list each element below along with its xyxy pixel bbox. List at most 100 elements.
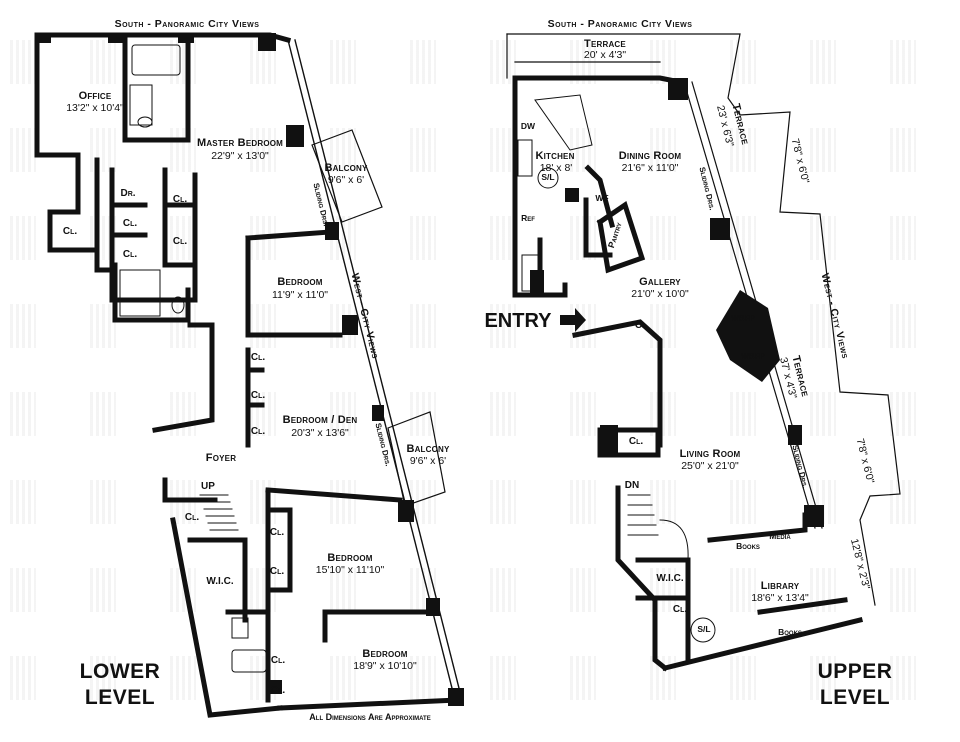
watermark-tile bbox=[810, 656, 836, 700]
upper-gallery-dim: 21'0" x 10'0" bbox=[631, 288, 689, 300]
upper-entry-label: ENTRY bbox=[484, 310, 552, 332]
lower-level-walls bbox=[34, 32, 435, 718]
watermark-tile bbox=[170, 128, 196, 172]
upper-dining-dim: 21'6" x 11'0" bbox=[621, 162, 679, 174]
upper-dw: DW bbox=[520, 121, 536, 131]
lower-cl-d: Cl. bbox=[172, 236, 188, 247]
watermark-tile bbox=[170, 216, 196, 260]
upper-columns bbox=[530, 78, 824, 527]
upper-south-view: South - Panoramic City Views bbox=[547, 18, 693, 30]
lower-up: UP bbox=[201, 481, 215, 492]
lower-cl-c: Cl. bbox=[172, 194, 188, 205]
watermark-tile bbox=[570, 568, 596, 612]
watermark-tile bbox=[10, 40, 36, 84]
lower-balcony1-name: Balcony bbox=[324, 162, 368, 174]
lower-dr: Dr. bbox=[120, 188, 136, 199]
watermark-tile bbox=[90, 304, 116, 348]
watermark-tile bbox=[730, 128, 756, 172]
watermark-tile bbox=[490, 216, 516, 260]
watermark-tile bbox=[490, 304, 516, 348]
lower-west-glazing bbox=[277, 39, 463, 711]
upper-library-dim: 18'6" x 13'4" bbox=[751, 592, 809, 604]
lower-wic: W.I.C. bbox=[206, 576, 234, 587]
upper-cl-living: Cl. bbox=[628, 436, 644, 447]
lower-south-view: South - Panoramic City Views bbox=[114, 18, 260, 30]
lower-cl-den1: Cl. bbox=[250, 352, 266, 363]
lower-columns bbox=[37, 33, 464, 706]
watermark-tile bbox=[410, 656, 436, 700]
lower-office-name: Office bbox=[78, 90, 112, 102]
watermark-tile bbox=[890, 480, 916, 524]
lower-title-2: LEVEL bbox=[84, 686, 156, 709]
lower-master-dim: 22'9" x 13'0" bbox=[211, 150, 269, 162]
watermark-tile bbox=[10, 216, 36, 260]
watermark-tile bbox=[650, 480, 676, 524]
watermark-tile bbox=[490, 480, 516, 524]
lower-foyer: Foyer bbox=[205, 452, 237, 464]
upper-title-1: UPPER bbox=[817, 660, 893, 683]
lower-cl-a: Cl. bbox=[122, 218, 138, 229]
upper-cl-gallery: Cl. bbox=[634, 320, 650, 331]
upper-dining-name: Dining Room bbox=[618, 150, 682, 162]
watermark-tile bbox=[650, 216, 676, 260]
watermark-tile bbox=[570, 480, 596, 524]
watermark-tile bbox=[330, 40, 356, 84]
watermark-tile bbox=[490, 40, 516, 84]
upper-sl-library: S/L bbox=[697, 624, 711, 634]
watermark-tile bbox=[170, 40, 196, 84]
upper-cl-lib: Cl. bbox=[672, 604, 688, 615]
watermark-tile bbox=[250, 392, 276, 436]
watermark-tile bbox=[650, 128, 676, 172]
watermark-tile bbox=[650, 304, 676, 348]
lower-balcony2-name: Balcony bbox=[406, 443, 450, 455]
lower-bedroom1-dim: 11'9" x 11'0" bbox=[271, 289, 329, 301]
watermark-tile bbox=[250, 128, 276, 172]
watermark-tile bbox=[10, 392, 36, 436]
watermark-tile bbox=[410, 40, 436, 84]
upper-living-dim: 25'0" x 21'0" bbox=[681, 460, 739, 472]
upper-terrace-top-name: Terrace bbox=[584, 38, 626, 50]
lower-balconies bbox=[311, 129, 446, 507]
upper-wbfp1: WBFP bbox=[731, 314, 755, 323]
watermark-tile bbox=[890, 568, 916, 612]
watermark-tile bbox=[330, 392, 356, 436]
watermark-tile bbox=[890, 40, 916, 84]
watermark-tile bbox=[90, 656, 116, 700]
upper-books2: Books bbox=[778, 627, 802, 637]
watermark-tile bbox=[10, 480, 36, 524]
lower-cl-stair: Cl. bbox=[184, 512, 200, 523]
watermark-tile bbox=[250, 304, 276, 348]
watermark-tile bbox=[90, 40, 116, 84]
watermark-tile bbox=[570, 656, 596, 700]
lower-balcony1-dim: 9'6" x 6' bbox=[327, 174, 365, 186]
lower-bedroom2-name: Bedroom bbox=[327, 552, 373, 564]
watermark-tile bbox=[490, 128, 516, 172]
watermark-tile bbox=[170, 656, 196, 700]
upper-gallery-name: Gallery bbox=[639, 276, 681, 288]
watermark-tile bbox=[570, 304, 596, 348]
watermark-tile bbox=[490, 392, 516, 436]
lower-bedroom1-name: Bedroom bbox=[277, 276, 323, 288]
upper-dn: DN bbox=[624, 480, 640, 491]
watermark-tile bbox=[90, 128, 116, 172]
lower-footnote: All Dimensions Are Approximate bbox=[309, 712, 431, 722]
watermark-tile bbox=[410, 128, 436, 172]
watermark-tile bbox=[570, 392, 596, 436]
watermark-tile bbox=[330, 480, 356, 524]
lower-bedroom3-name: Bedroom bbox=[362, 648, 408, 660]
watermark-tile bbox=[730, 656, 756, 700]
watermark-tile bbox=[330, 568, 356, 612]
watermark-tile bbox=[10, 304, 36, 348]
upper-sl-kitchen: S/L bbox=[541, 172, 555, 182]
watermark-tile bbox=[810, 128, 836, 172]
upper-media: Media bbox=[769, 531, 791, 541]
lower-balcony2-dim: 9'6" x 6' bbox=[409, 455, 447, 467]
watermark-tile bbox=[730, 480, 756, 524]
watermark-tile bbox=[490, 656, 516, 700]
upper-kitchen-dim: 18' x 8' bbox=[539, 162, 573, 174]
watermark-tile bbox=[410, 304, 436, 348]
watermark-tile bbox=[90, 568, 116, 612]
watermark-tile bbox=[90, 480, 116, 524]
lower-master-name: Master Bedroom bbox=[196, 137, 284, 149]
lower-office-dim: 13'2" x 10'4" bbox=[66, 102, 124, 114]
